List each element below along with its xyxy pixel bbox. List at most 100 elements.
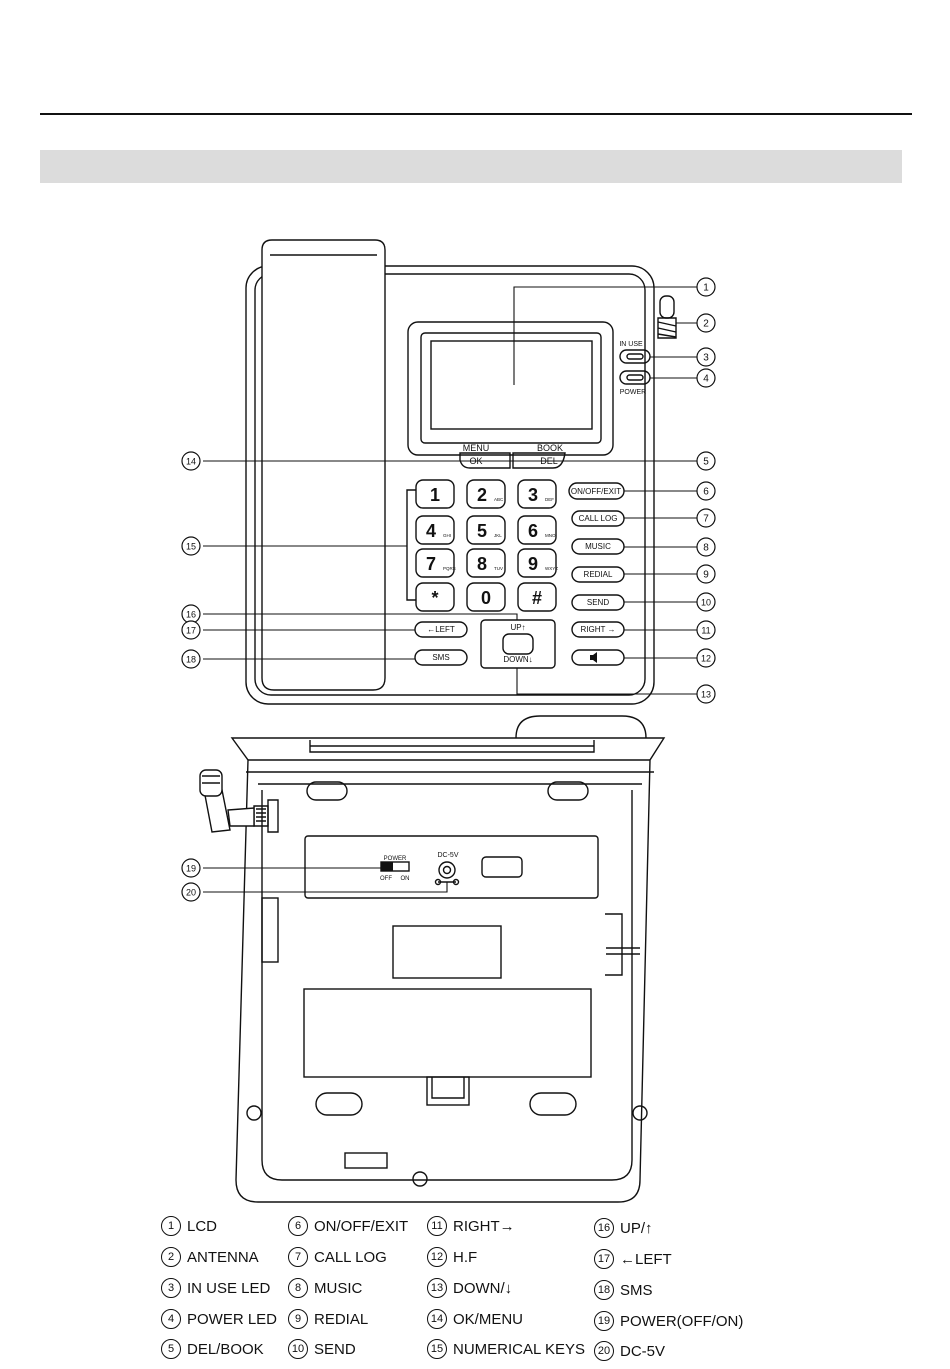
on-off-exit-label: ON/OFF/EXIT xyxy=(571,487,621,496)
legend-label: IN USE LED xyxy=(187,1279,271,1297)
keypad-key-0[interactable]: 0 xyxy=(466,582,506,612)
legend-number: 17 xyxy=(594,1249,614,1269)
sms-key[interactable] xyxy=(414,649,468,666)
battery-compartment xyxy=(303,988,592,1078)
keypad-key-hash[interactable]: # xyxy=(517,582,557,612)
callout-9: 9 xyxy=(696,564,716,584)
legend-label: H.F xyxy=(453,1248,478,1266)
callout-6: 6 xyxy=(696,481,716,501)
svg-text:7: 7 xyxy=(703,514,709,525)
key-letters: MNO xyxy=(545,533,556,538)
key-digit: 0 xyxy=(481,588,491,608)
key-digit: 5 xyxy=(477,521,487,541)
callout-16: 16 xyxy=(181,604,201,624)
svg-text:17: 17 xyxy=(186,626,196,636)
lcd-display xyxy=(407,321,614,456)
power-switch-off: OFF xyxy=(380,876,392,882)
callout-12: 12 xyxy=(696,648,716,668)
legend-label: SEND xyxy=(314,1340,356,1358)
legend-number: 5 xyxy=(161,1339,181,1359)
svg-text:16: 16 xyxy=(186,610,196,620)
ok-label: OK xyxy=(469,456,482,466)
power-switch[interactable] xyxy=(380,861,410,872)
label-area xyxy=(392,925,502,979)
call-log-label: CALL LOG xyxy=(579,514,618,523)
redial-label: REDIAL xyxy=(584,570,613,579)
right-label: RIGHT → xyxy=(581,625,616,634)
legend-label: LCD xyxy=(187,1217,218,1235)
key-digit: # xyxy=(532,588,542,608)
legend-number: 4 xyxy=(161,1309,181,1329)
menu-label: MENU xyxy=(463,443,490,453)
handset xyxy=(261,239,386,691)
legend-number: 15 xyxy=(427,1339,447,1359)
callout-8: 8 xyxy=(696,537,716,557)
legend-item: 10 SEND xyxy=(288,1339,356,1359)
svg-text:15: 15 xyxy=(186,542,196,552)
key-letters: WXYZ xyxy=(545,566,558,571)
svg-text:2: 2 xyxy=(703,319,709,330)
power-switch-title: POWER xyxy=(384,856,407,862)
navigation-cluster xyxy=(480,619,556,669)
legend-item: 5 DEL/BOOK xyxy=(161,1339,264,1359)
legend-label: NUMERICAL KEYS xyxy=(453,1340,585,1358)
legend-label: DOWN/↓ xyxy=(453,1279,513,1297)
legend-number: 10 xyxy=(288,1339,308,1359)
legend-label: UP/↑ xyxy=(620,1219,653,1237)
svg-text:3: 3 xyxy=(703,353,709,364)
callout-18: 18 xyxy=(181,649,201,669)
cord-clip xyxy=(605,913,640,976)
callout-11: 11 xyxy=(696,620,716,640)
book-label: BOOK xyxy=(537,443,563,453)
key-digit: 7 xyxy=(426,554,436,574)
keypad-key-star[interactable]: * xyxy=(415,582,455,612)
svg-text:20: 20 xyxy=(186,888,196,898)
dc-jack xyxy=(434,861,460,886)
legend-label: DEL/BOOK xyxy=(187,1340,264,1358)
svg-text:18: 18 xyxy=(186,655,196,665)
callout-5: 5 xyxy=(696,451,716,471)
legend-number: 7 xyxy=(288,1247,308,1267)
legend-number: 19 xyxy=(594,1311,614,1331)
callout-20: 20 xyxy=(181,882,201,902)
sms-label: SMS xyxy=(432,653,449,662)
handset-cradle xyxy=(515,715,647,739)
callout-4: 4 xyxy=(696,368,716,388)
key-digit: * xyxy=(431,588,438,608)
key-letters: TUV xyxy=(494,566,503,571)
svg-text:11: 11 xyxy=(701,626,710,636)
legend-label: OK/MENU xyxy=(453,1310,524,1328)
legend-label: CALL LOG xyxy=(314,1248,387,1266)
svg-text:5: 5 xyxy=(703,457,709,468)
key-letters: JKL xyxy=(494,533,502,538)
left-label: ←LEFT xyxy=(427,625,455,634)
power-led-label: POWER xyxy=(620,389,646,396)
handsfree-key[interactable] xyxy=(571,649,625,666)
keypad-key-1[interactable]: 1 xyxy=(415,479,455,509)
legend-label: ANTENNA xyxy=(187,1248,259,1266)
legend-number: 18 xyxy=(594,1280,614,1300)
del-book-key[interactable] xyxy=(512,452,566,469)
svg-text:8: 8 xyxy=(703,543,709,554)
key-digit: 6 xyxy=(528,521,538,541)
legend-label: DC-5V xyxy=(620,1342,666,1360)
rubber-foot xyxy=(306,781,348,801)
svg-text:12: 12 xyxy=(701,654,711,664)
legend-label: ON/OFF/EXIT xyxy=(314,1217,409,1235)
legend-item: 15 NUMERICAL KEYS xyxy=(427,1339,585,1359)
legend-number: 2 xyxy=(161,1247,181,1267)
legend-number: 3 xyxy=(161,1278,181,1298)
